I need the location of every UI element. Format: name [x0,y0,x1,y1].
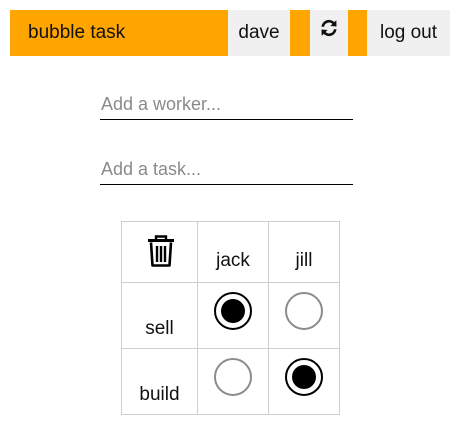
assignment-cell [197,282,269,349]
app-title: bubble task [28,22,126,43]
logout-button[interactable]: log out [367,10,450,56]
refresh-button[interactable] [310,10,348,56]
delete-cell [121,221,198,283]
assign-radio-build-jill[interactable] [285,357,323,396]
add-worker-input[interactable] [100,90,353,120]
assignment-grid: jack jill sell build [121,221,340,415]
top-bar: bubble task dave log out [10,10,450,56]
assign-radio-sell-jack[interactable] [214,291,252,330]
worker-header-jack: jack [197,221,269,283]
assignment-cell [268,282,340,349]
assign-radio-build-jack[interactable] [214,357,252,396]
add-task-input[interactable] [100,155,353,185]
task-cell: sell [121,282,198,349]
trash-icon[interactable] [146,234,176,274]
worker-header-jill: jill [268,221,340,283]
worker-name: jill [295,250,313,271]
task-row-build: build [121,348,340,415]
assignment-cell [268,348,340,415]
assign-radio-sell-jill[interactable] [285,291,323,330]
refresh-icon [319,10,339,56]
task-cell: build [121,348,198,415]
worker-name: jack [216,250,250,271]
grid-header-row: jack jill [121,221,340,283]
assignment-cell [197,348,269,415]
task-name: build [139,384,180,405]
user-button[interactable]: dave [228,10,290,56]
task-row-sell: sell [121,282,340,349]
task-name: sell [145,318,174,339]
